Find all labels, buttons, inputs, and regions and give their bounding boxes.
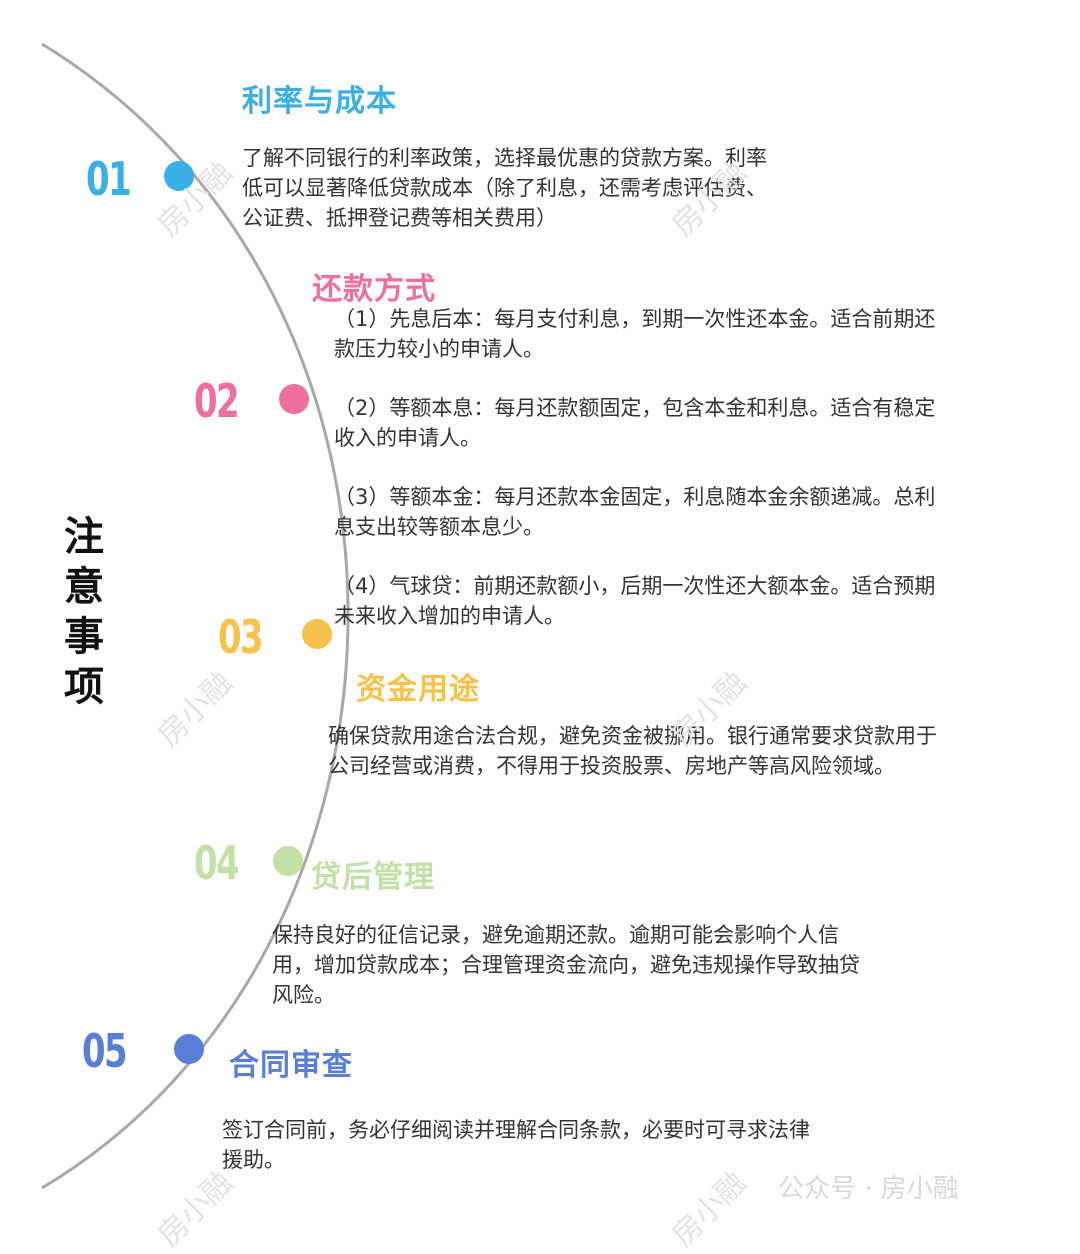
text-line: 公证费、抵押登记费等相关费用）	[242, 206, 557, 230]
timeline-dot-03	[302, 619, 332, 649]
item-number-05: 05	[82, 1024, 128, 1078]
text-line: 确保贷款用途合法合规，避免资金被挪用。银行通常要求贷款用于	[328, 724, 937, 748]
text-line: 公司经营或消费，不得用于投资股票、房地产等高风险领域。	[328, 754, 895, 778]
text-line: （2）等额本息：每月还款额固定，包含本金和利息。适合有稳定	[334, 396, 936, 420]
text-line: （3）等额本金：每月还款本金固定，利息随本金余额递减。总利	[334, 485, 936, 509]
text-line: （4）气球贷：前期还款额小，后期一次性还大额本金。适合预期	[334, 574, 936, 598]
item-text-04: 保持良好的征信记录，避免逾期还款。逾期可能会影响个人信 用，增加贷款成本；合理管…	[272, 920, 860, 1010]
item-text-05: 签订合同前，务必仔细阅读并理解合同条款，必要时可寻求法律 援助。	[222, 1115, 810, 1175]
item-number-02: 02	[194, 374, 240, 428]
text-line: 风险。	[272, 983, 335, 1007]
timeline-dot-05	[174, 1034, 204, 1064]
text-line: 未来收入增加的申请人。	[334, 604, 565, 628]
text-line: 低可以显著降低贷款成本（除了利息，还需考虑评估费、	[242, 176, 767, 200]
title-char: 项	[64, 664, 104, 710]
item-heading-01: 利率与成本	[242, 84, 397, 119]
item-heading-05: 合同审查	[229, 1048, 353, 1083]
text-line: 签订合同前，务必仔细阅读并理解合同条款，必要时可寻求法律	[222, 1118, 810, 1142]
item-text-03: 确保贷款用途合法合规，避免资金被挪用。银行通常要求贷款用于 公司经营或消费，不得…	[328, 721, 1038, 781]
item-heading-02: 还款方式	[312, 272, 436, 307]
item-heading-03: 资金用途	[356, 672, 480, 707]
text-line: 保持良好的征信记录，避免逾期还款。逾期可能会影响个人信	[272, 923, 839, 947]
text-line: 援助。	[222, 1148, 285, 1172]
text-line: 了解不同银行的利率政策，选择最优惠的贷款方案。利率	[242, 146, 767, 170]
item-heading-04: 贷后管理	[311, 860, 435, 895]
item-text-01: 了解不同银行的利率政策，选择最优惠的贷款方案。利率 低可以显著降低贷款成本（除了…	[242, 143, 767, 233]
timeline-dot-04	[273, 846, 303, 876]
wechat-account-label: 公众号 · 房小融	[778, 1174, 959, 1204]
item-number-03: 03	[218, 610, 264, 664]
title-char: 事	[64, 614, 104, 660]
text-line: （1）先息后本：每月支付利息，到期一次性还本金。适合前期还	[334, 307, 936, 331]
timeline-dot-01	[164, 161, 194, 191]
text-line: 用，增加贷款成本；合理管理资金流向，避免违规操作导致抽贷	[272, 953, 860, 977]
item-number-04: 04	[194, 836, 240, 890]
text-line: 息支出较等额本息少。	[334, 515, 544, 539]
item-number-01: 01	[86, 152, 132, 206]
title-char: 注	[64, 514, 104, 560]
text-line: 款压力较小的申请人。	[334, 337, 544, 361]
vertical-title: 注 意 事 项	[60, 512, 108, 712]
timeline-dot-02	[279, 384, 309, 414]
item-text-02: （1）先息后本：每月支付利息，到期一次性还本金。适合前期还 款压力较小的申请人。…	[334, 304, 1034, 631]
text-line: 收入的申请人。	[334, 426, 481, 450]
title-char: 意	[64, 564, 104, 610]
